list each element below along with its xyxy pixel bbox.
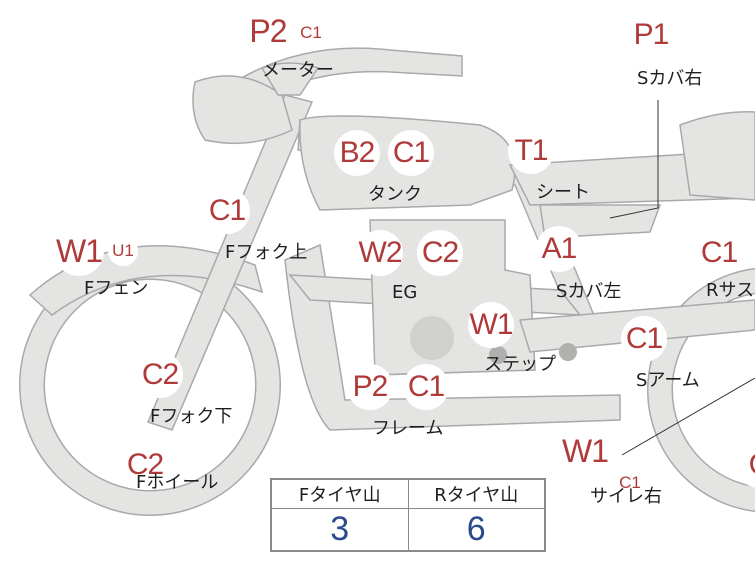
- headlight-shape: [192, 75, 293, 145]
- s-cover-r-label: Sカバ右: [637, 68, 703, 89]
- frame-label: フレーム: [372, 418, 444, 439]
- engine-label: EG: [392, 282, 418, 303]
- tank-grade-2: C1: [388, 130, 434, 176]
- frame-cradle-shape: [284, 243, 621, 431]
- right-edge-grade: C: [736, 442, 755, 488]
- engine-grade-1: W2: [357, 230, 403, 276]
- step-label: ステップ: [484, 354, 556, 375]
- s-cover-r-grade: P1: [628, 12, 674, 58]
- silencer-leader: [621, 377, 755, 456]
- silencer-r-label: サイレ右: [590, 486, 662, 507]
- meter-label: メーター: [262, 60, 334, 81]
- s-arm-label: Sアーム: [636, 370, 700, 391]
- step-grade: W1: [468, 302, 514, 348]
- f-wheel-grade: C2: [122, 442, 168, 488]
- frame-grade-2: C1: [403, 364, 449, 410]
- front-tire-value: 3: [270, 508, 409, 552]
- f-fender-label: Fフェン: [84, 278, 149, 299]
- rear-tire-header: Rタイヤ山: [407, 478, 546, 509]
- front-tire-header: Fタイヤ山: [270, 478, 409, 509]
- s-cover-l-grade: A1: [536, 226, 582, 272]
- step-peg-shape: [489, 346, 507, 364]
- f-fork-lower-label: Fフォク下: [150, 406, 233, 427]
- rear-tire-value: 6: [407, 508, 546, 552]
- meter-sub-grade: C1: [296, 18, 326, 48]
- f-fork-upper-grade: C1: [204, 188, 250, 234]
- s-cover-l-label: Sカバ左: [556, 281, 622, 302]
- s-arm-grade: C1: [621, 316, 667, 362]
- seat-label: シート: [536, 182, 590, 203]
- f-fork-lower-grade: C2: [137, 352, 183, 398]
- f-wheel-label: Fホイール: [136, 472, 219, 493]
- silencer-r-grade: W1: [560, 426, 610, 476]
- f-fender-sub-grade: U1: [108, 236, 138, 266]
- s-cover-r-leader: [609, 100, 659, 219]
- front-fork-shape: [146, 94, 314, 431]
- seat-grade: T1: [508, 128, 554, 174]
- frame-grade-1: P2: [347, 364, 393, 410]
- meter-grade: P2: [243, 6, 293, 56]
- tank-grade-1: B2: [334, 130, 380, 176]
- meter-shape: [260, 62, 320, 96]
- silencer-r-sub-grade: C1: [615, 468, 645, 498]
- tail-shape: [679, 111, 755, 201]
- f-fork-upper-label: Fフォク上: [225, 242, 308, 263]
- tank-label: タンク: [368, 184, 422, 205]
- f-fender-grade: W1: [54, 226, 104, 276]
- engine-case-shape: [410, 316, 454, 360]
- tire-tread-table: Fタイヤ山 Rタイヤ山 3 6: [270, 478, 546, 552]
- r-sus-grade: C1: [696, 230, 742, 276]
- r-sus-label: Rサス: [706, 280, 755, 301]
- engine-grade-2: C2: [417, 230, 463, 276]
